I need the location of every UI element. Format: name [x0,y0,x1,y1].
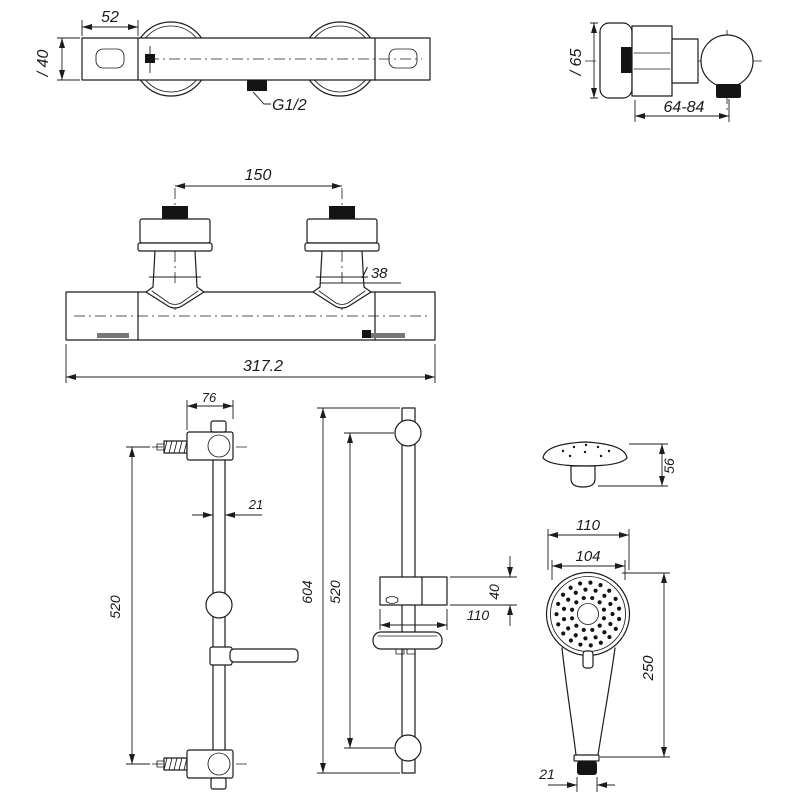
valve-body-lines [633,52,671,70]
bracket-cover-top [394,419,422,447]
outlet-tab [247,80,267,91]
rail-bracket-bottom [186,749,234,790]
dim-38: / 38 [320,265,401,284]
dim-317: 317.2 [65,344,436,383]
dim-317-label: 317.2 [243,358,283,375]
valve-side-view: / 65 64-84 [568,22,762,122]
dim-520-front-label: 520 [327,580,343,604]
handshower-front-view: 110 104 250 21 [538,517,670,792]
dim-40-label: / 40 [35,50,52,78]
dim-250: 250 [600,572,670,758]
handle-knob [700,34,754,88]
valve-neck [671,38,699,84]
spray-nozzle-dots [554,580,622,648]
dim-64-84: 64-84 [634,99,730,122]
handset-holder-arm [209,646,299,666]
inlet-right [304,188,380,312]
head-side-profile [542,441,628,467]
handshower-side-view: 56 [542,441,677,488]
soap-dish [372,631,443,655]
slider-knob [205,591,233,619]
dim-76-label: 76 [202,390,217,405]
dim-150-label: 150 [245,167,272,184]
dim-65: / 65 [568,22,598,99]
head-side-nozzle-dots [561,443,611,458]
dim-40: 40 [450,556,517,626]
dim-52: 52 [81,9,139,36]
slider-block [379,576,448,606]
dim-520-side-label: 520 [107,595,123,619]
wall-foot-left [97,333,129,338]
endcap-cutout-right [388,48,418,69]
dim-104: 104 [551,548,626,580]
thread-callout: G1/2 [252,91,307,114]
dim-65-label: / 65 [568,49,585,77]
valve-body [631,25,673,97]
dim-520-side: 520 [107,446,150,765]
bracket-cover-bottom [394,734,422,762]
head-outer-circle [545,571,631,657]
valve-front-view: 150 / 38 317.2 [65,167,436,383]
rail-front-view: 604 520 40 110 [299,407,517,774]
detail-marker [145,46,155,73]
handle-knurl-tip [577,761,597,775]
dim-40-label: 40 [486,584,502,600]
thread-label: G1/2 [272,97,307,114]
dim-38-label: / 38 [361,265,388,282]
dim-52-label: 52 [101,9,119,26]
inlet-left [137,188,213,312]
dim-21-rail-label: 21 [248,497,263,512]
dim-56-label: 56 [661,458,677,474]
dim-104-label: 104 [575,548,600,565]
dim-604-label: 604 [299,580,315,604]
outlet-nut [716,84,741,98]
dim-21-grip-label: 21 [538,766,555,782]
endcap-cutout-left [95,48,125,69]
dim-64-84-label: 64-84 [664,99,705,116]
dim-110-head: 110 [547,517,630,570]
dim-520-front: 520 [327,432,394,749]
dim-604: 604 [299,407,400,774]
wall-foot-right [363,333,405,338]
rail-bracket-top [186,420,234,461]
dim-56: 56 [598,443,677,487]
wall-foot-detail [362,330,371,338]
dim-250-label: 250 [640,655,657,682]
dim-76: 76 [186,390,234,430]
dim-110-head-label: 110 [576,517,601,534]
head-side-cone [570,465,596,488]
dim-150: 150 [175,167,342,189]
dim-21-grip: 21 [538,766,615,792]
dim-21-rail: 21 [192,497,263,518]
rail-side-view: 76 21 520 [107,390,299,790]
handle [561,647,616,775]
head-center-circle [577,603,599,625]
dim-110-holder: 110 [379,607,490,630]
handle-clip-notch [582,650,594,669]
valve-top-view: G1/2 52 / 40 [35,9,431,114]
dim-110-holder-label: 110 [467,607,490,623]
dim-40: / 40 [35,37,80,81]
